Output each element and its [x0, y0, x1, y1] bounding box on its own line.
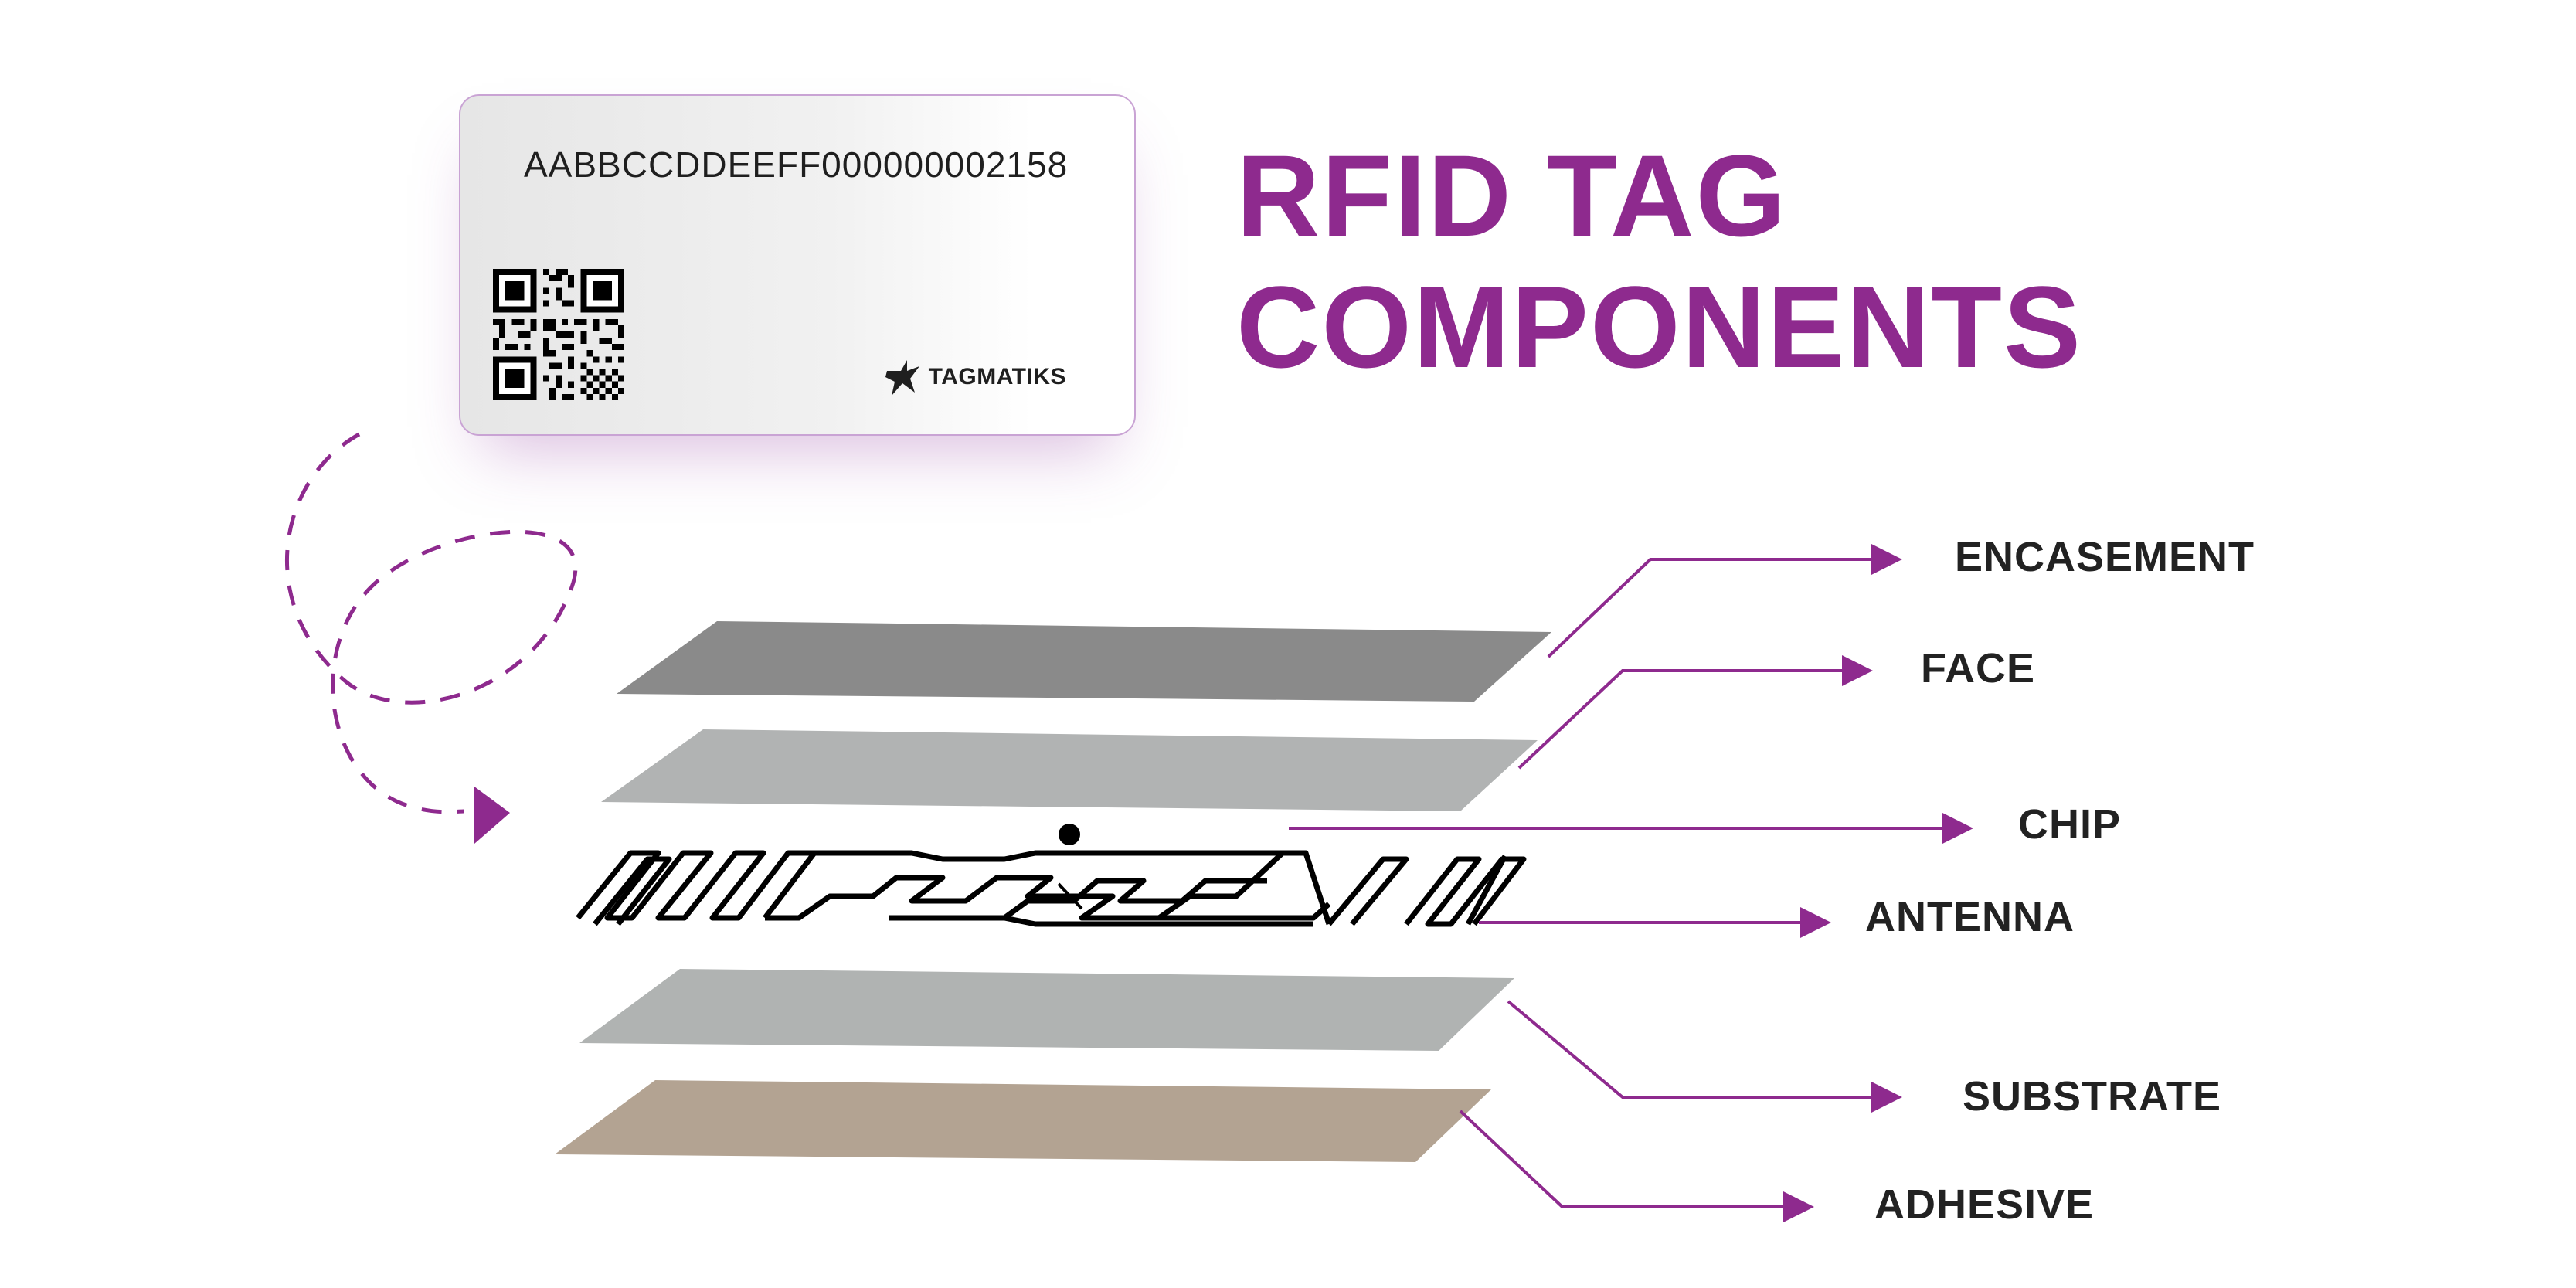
label-face: FACE	[1921, 645, 2036, 692]
tagmatiks-logo-icon	[885, 360, 919, 396]
chip-dot	[1059, 824, 1080, 845]
label-adhesive: ADHESIVE	[1874, 1181, 2095, 1228]
tag-id-text: AABBCCDDEEFF000000002158	[524, 144, 1069, 185]
title-line-1: RFID TAG	[1236, 131, 1788, 260]
layer-adhesive	[555, 1080, 1491, 1162]
layer-substrate	[579, 969, 1514, 1051]
rfid-tag-card: AABBCCDDEEFF000000002158	[459, 94, 1136, 436]
leader-encasement	[1547, 544, 1902, 658]
brand-mark: TAGMATIKS	[884, 354, 1066, 400]
layer-encasement	[617, 621, 1551, 702]
brand-name: TAGMATIKS	[928, 364, 1066, 389]
label-encasement: ENCASEMENT	[1955, 534, 2255, 580]
label-antenna: ANTENNA	[1865, 894, 2075, 940]
leader-substrate	[1507, 1000, 1902, 1113]
leader-adhesive	[1459, 1110, 1814, 1222]
title-line-2: COMPONENTS	[1236, 262, 2083, 392]
layer-face	[601, 729, 1538, 811]
loop-arrowhead-icon	[474, 787, 510, 844]
diagram-title: RFID TAG COMPONENTS	[1236, 130, 2082, 393]
dashed-loop-path	[285, 432, 578, 814]
label-chip: CHIP	[2018, 801, 2122, 848]
qr-code-icon	[493, 269, 624, 400]
antenna-layer	[576, 850, 1527, 927]
label-substrate: SUBSTRATE	[1963, 1073, 2222, 1120]
leader-face	[1517, 655, 1873, 770]
